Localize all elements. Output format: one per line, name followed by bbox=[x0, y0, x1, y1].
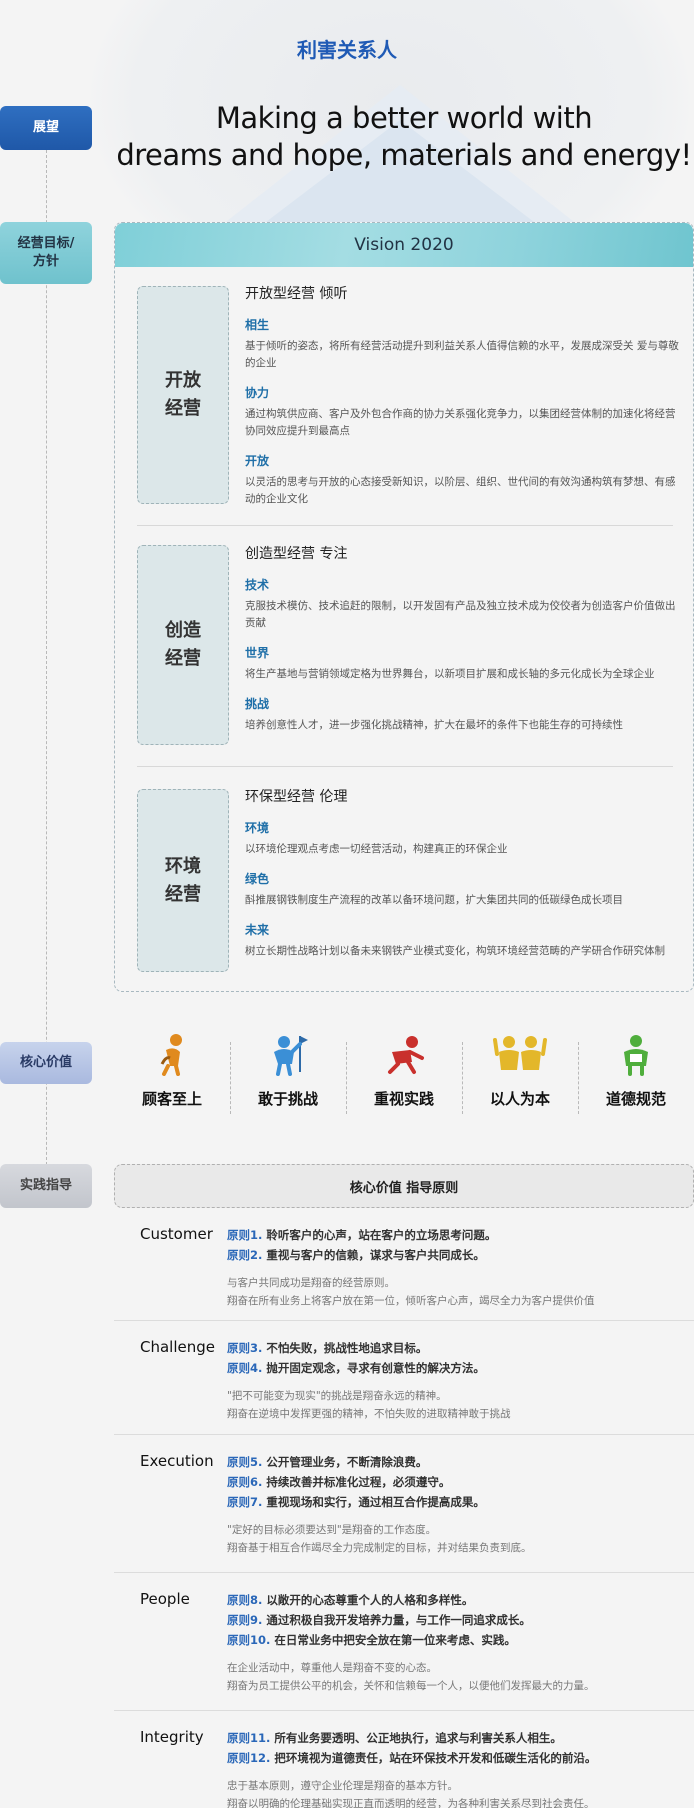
pillar-open-management: 开放经营 bbox=[137, 286, 229, 504]
side-label-core-values: 核心价值 bbox=[0, 1042, 92, 1084]
flag-person-icon bbox=[230, 1030, 346, 1078]
item-desc: 树立长期性战略计划以备未来钢铁产业模式变化，构筑环境经营范畴的产学研合作研究体制 bbox=[245, 945, 665, 957]
pillar-creative-management: 创造经营 bbox=[137, 545, 229, 745]
item-title: 绿色 bbox=[245, 872, 270, 886]
group-name: People bbox=[140, 1590, 190, 1608]
core-values-row: 顾客至上 敢于挑战 重视实践 bbox=[114, 1030, 694, 1116]
principles-header: 核心价值 指导原则 bbox=[114, 1164, 694, 1208]
item-desc: 将生产基地与营销领域定格为世界舞台，以新项目扩展和成长轴的多元化成长为全球企业 bbox=[245, 668, 655, 680]
core-value-label: 重视实践 bbox=[373, 1090, 434, 1108]
group-name: Execution bbox=[140, 1452, 214, 1470]
core-value-execution: 重视实践 bbox=[346, 1030, 462, 1116]
customer-person-icon bbox=[114, 1030, 230, 1078]
item-desc: 培养创意性人才，进一步强化挑战精神，扩大在最坏的条件下也能生存的可持续性 bbox=[245, 719, 623, 731]
section-title: 开放型经营 倾听 bbox=[245, 286, 348, 302]
core-value-customer: 顾客至上 bbox=[114, 1030, 230, 1116]
group-notes: 忠于基本原则，遵守企业伦理是翔奋的基本方针。 翔奋以明确的伦理基础实现正直而透明… bbox=[227, 1780, 595, 1808]
group-separator bbox=[114, 1572, 694, 1573]
side-label-goal-text: 经营目标/方针 bbox=[17, 235, 75, 269]
core-value-label: 道德规范 bbox=[605, 1090, 666, 1108]
section-environmental-management: 环保型经营 伦理 环境 以环境伦理观点考虑一切经营活动，构建真正的环保企业 绿色… bbox=[245, 786, 685, 972]
group-notes: 与客户共同成功是翔奋的经营原则。 翔奋在所有业务上将客户放在第一位，倾听客户心声… bbox=[227, 1277, 595, 1307]
group-body: 原则1. 聆听客户的心声，站在客户的立场思考问题。 原则2. 重视与客户的信赖，… bbox=[227, 1225, 687, 1310]
section-title: 创造型经营 专注 bbox=[245, 546, 348, 562]
section-divider bbox=[137, 766, 673, 767]
ethics-person-icon bbox=[578, 1030, 694, 1078]
principle-rule: 原则1. 聆听客户的心声，站在客户的立场思考问题。 bbox=[227, 1228, 497, 1242]
core-value-challenge: 敢于挑战 bbox=[230, 1030, 346, 1116]
item-title: 相生 bbox=[245, 318, 270, 332]
vision-2020-box: Vision 2020 开放经营 开放型经营 倾听 相生 基于倾听的姿态，将所有… bbox=[114, 222, 694, 992]
item-desc: 基于倾听的姿态，将所有经营活动提升到利益关系人值得信赖的水平，发展成深受关 爱与… bbox=[245, 340, 679, 369]
principle-rule: 原则9. 通过积极自我开发培养力量，与工作一同追求成长。 bbox=[227, 1613, 531, 1627]
item-title: 未来 bbox=[245, 923, 270, 937]
group-name: Challenge bbox=[140, 1338, 215, 1356]
item-desc: 以环境伦理观点考虑一切经营活动，构建真正的环保企业 bbox=[245, 843, 508, 855]
group-separator bbox=[114, 1710, 694, 1711]
page-title: 利害关系人 bbox=[297, 38, 397, 62]
core-value-label: 以人为本 bbox=[489, 1090, 550, 1108]
principle-rule: 原则10. 在日常业务中把安全放在第一位来考虑、实践。 bbox=[227, 1633, 516, 1647]
group-body: 原则5. 公开管理业务，不断清除浪费。 原则6. 持续改善并标准化过程，必须遵守… bbox=[227, 1452, 687, 1557]
side-label-vision: 展望 bbox=[0, 106, 92, 150]
item-desc: 克服技术模仿、技术追赶的限制，以开发固有产品及独立技术成为佼佼者为创造客户价值做… bbox=[245, 600, 676, 629]
pillar-environmental-management: 环境经营 bbox=[137, 789, 229, 972]
group-name: Integrity bbox=[140, 1728, 204, 1746]
core-value-label: 敢于挑战 bbox=[257, 1090, 318, 1108]
side-label-goal: 经营目标/方针 bbox=[0, 222, 92, 284]
slogan-line-1: Making a better world with bbox=[215, 101, 593, 135]
item-title: 技术 bbox=[245, 578, 270, 592]
core-value-label: 顾客至上 bbox=[141, 1090, 202, 1108]
slogan-line-2: dreams and hope, materials and energy! bbox=[116, 138, 692, 172]
group-body: 原则11. 所有业务要透明、公正地执行，追求与利害关系人相生。 原则12. 把环… bbox=[227, 1728, 687, 1808]
timeline-line bbox=[46, 150, 47, 1190]
vision-2020-header: Vision 2020 bbox=[115, 223, 693, 267]
section-divider bbox=[137, 525, 673, 526]
group-notes: "定好的目标必须要达到"是翔奋的工作态度。 翔奋基于相互合作竭尽全力完成制定的目… bbox=[227, 1524, 532, 1554]
section-title: 环保型经营 伦理 bbox=[245, 789, 348, 805]
group-notes: "把不可能变为现实"的挑战是翔奋永远的精神。 翔奋在逆境中发挥更强的精神，不怕失… bbox=[227, 1390, 511, 1420]
group-separator bbox=[114, 1434, 694, 1435]
item-title: 世界 bbox=[245, 646, 270, 660]
principle-rule: 原则5. 公开管理业务，不断清除浪费。 bbox=[227, 1455, 428, 1469]
item-desc: 酙推展钢铁制度生产流程的改革以备环境问题，扩大集团共同的低碳绿色成长项目 bbox=[245, 894, 623, 906]
side-label-practice: 实践指导 bbox=[0, 1164, 92, 1208]
core-value-integrity: 道德规范 bbox=[578, 1030, 694, 1116]
running-person-icon bbox=[346, 1030, 462, 1078]
item-title: 挑战 bbox=[245, 697, 270, 711]
core-value-people: 以人为本 bbox=[462, 1030, 578, 1116]
item-desc: 通过构筑供应商、客户及外包合作商的协力关系强化竞争力，以集团经营体制的加速化将经… bbox=[245, 408, 676, 437]
principle-rule: 原则2. 重视与客户的信赖，谋求与客户共同成长。 bbox=[227, 1248, 485, 1262]
group-body: 原则8. 以敞开的心态尊重个人的人格和多样性。 原则9. 通过积极自我开发培养力… bbox=[227, 1590, 687, 1695]
section-creative-management: 创造型经营 专注 技术 克服技术模仿、技术追赶的限制，以开发固有产品及独立技术成… bbox=[245, 543, 685, 746]
section-open-management: 开放型经营 倾听 相生 基于倾听的姿态，将所有经营活动提升到利益关系人值得信赖的… bbox=[245, 283, 685, 520]
principle-rule: 原则8. 以敞开的心态尊重个人的人格和多样性。 bbox=[227, 1593, 474, 1607]
principle-rule: 原则7. 重视现场和实行，通过相互合作提高成果。 bbox=[227, 1495, 485, 1509]
principle-rule: 原则11. 所有业务要透明、公正地执行，追求与利害关系人相生。 bbox=[227, 1731, 562, 1745]
principle-rule: 原则3. 不怕失败，挑战性地追求目标。 bbox=[227, 1341, 428, 1355]
group-name: Customer bbox=[140, 1225, 213, 1243]
group-separator bbox=[114, 1320, 694, 1321]
group-notes: 在企业活动中，尊重他人是翔奋不变的心态。 翔奋为员工提供公平的机会，关怀和信赖每… bbox=[227, 1662, 595, 1692]
principle-rule: 原则12. 把环境视为道德责任，站在环保技术开发和低碳生活化的前沿。 bbox=[227, 1751, 597, 1765]
principle-rule: 原则4. 抛开固定观念，寻求有创意性的解决方法。 bbox=[227, 1361, 485, 1375]
two-people-icon bbox=[462, 1030, 578, 1078]
item-title: 协力 bbox=[245, 386, 270, 400]
vision-slogan: Making a better world with dreams and ho… bbox=[114, 100, 694, 174]
group-body: 原则3. 不怕失败，挑战性地追求目标。 原则4. 抛开固定观念，寻求有创意性的解… bbox=[227, 1338, 687, 1423]
principle-rule: 原则6. 持续改善并标准化过程，必须遵守。 bbox=[227, 1475, 451, 1489]
item-desc: 以灵活的思考与开放的心态接受新知识，以阶层、组织、世代间的有效沟通构筑有梦想、有… bbox=[245, 476, 676, 505]
item-title: 环境 bbox=[245, 821, 270, 835]
background-triangle-inner bbox=[262, 120, 538, 225]
item-title: 开放 bbox=[245, 454, 270, 468]
